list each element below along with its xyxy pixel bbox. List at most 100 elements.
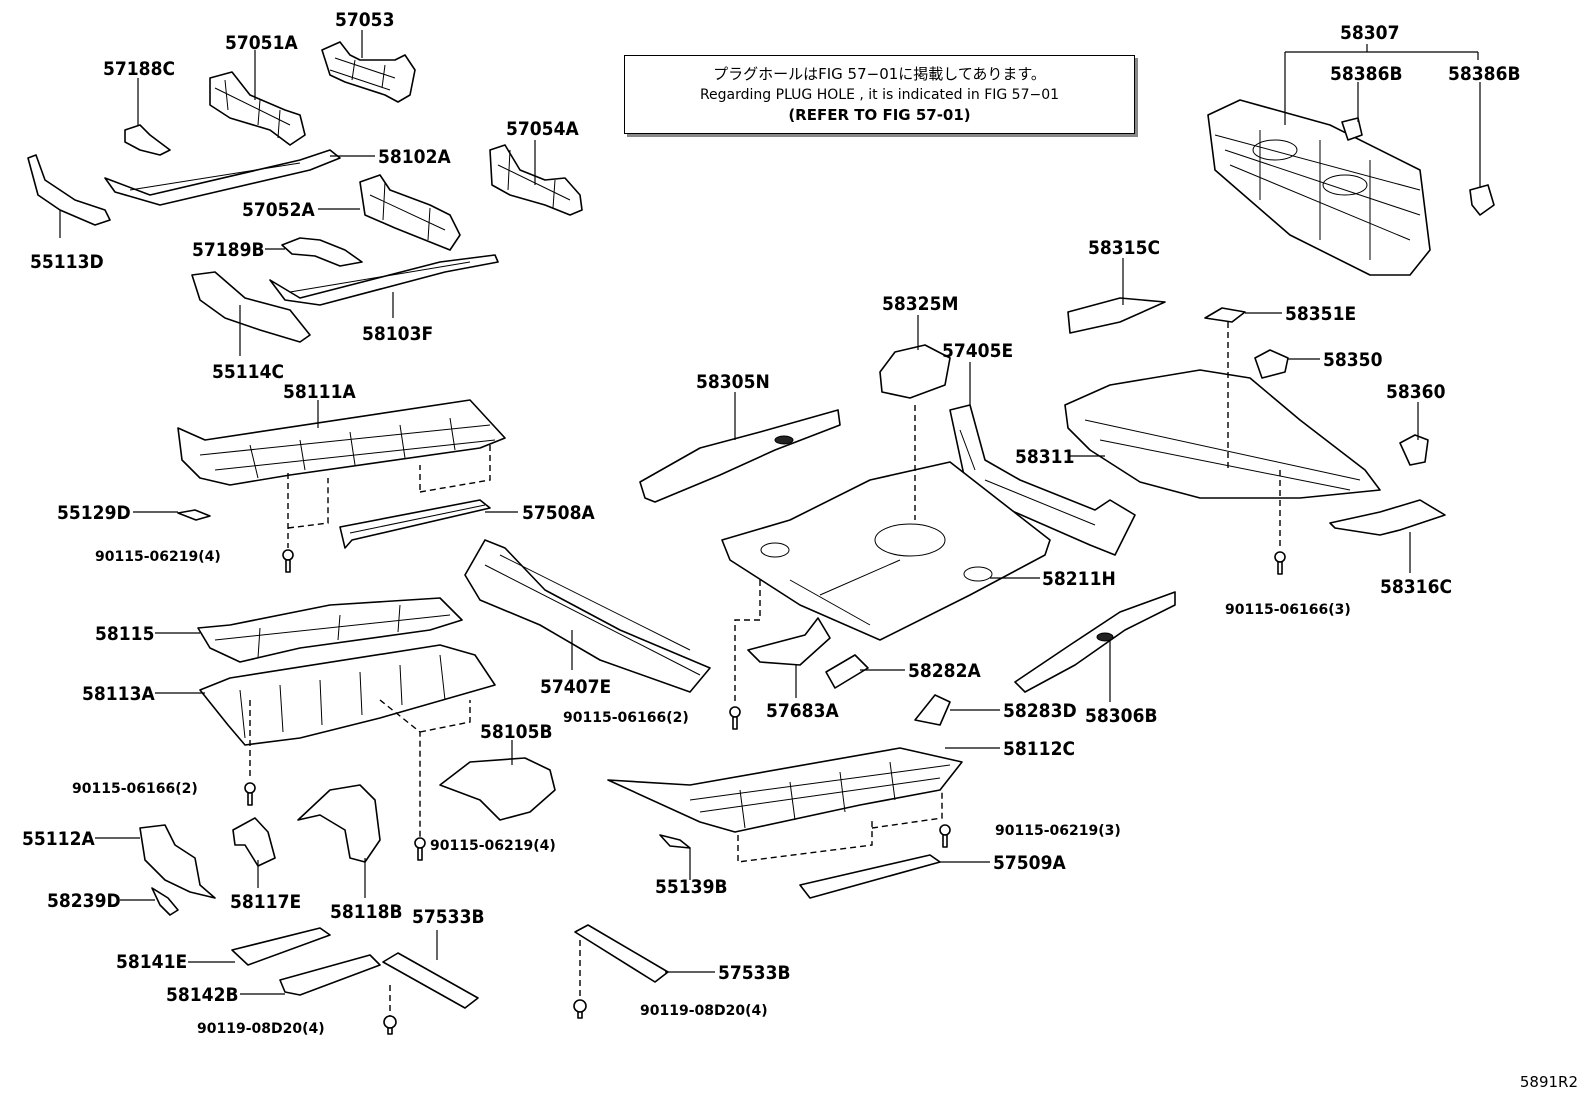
part-label-90119-08D20-4-b[interactable]: 90119-08D20(4) [640, 1003, 768, 1019]
part-58307-shape[interactable] [1207, 99, 1431, 276]
part-label-57405E[interactable]: 57405E [942, 340, 1013, 362]
part-label-57189B[interactable]: 57189B [192, 239, 265, 261]
fastener-shapes [244, 549, 1286, 1035]
part-label-55114C[interactable]: 55114C [212, 361, 284, 383]
part-label-58282A[interactable]: 58282A [908, 660, 981, 682]
part-label-58142B[interactable]: 58142B [166, 984, 239, 1006]
part-label-57407E[interactable]: 57407E [540, 676, 611, 698]
part-label-90115-06219-4-b[interactable]: 90115-06219(4) [430, 838, 556, 854]
part-label-58350[interactable]: 58350 [1323, 349, 1383, 371]
part-58283D-shape[interactable] [914, 694, 951, 726]
part-57533B-left-shape[interactable] [382, 952, 479, 1009]
part-58315C-shape[interactable] [1067, 297, 1166, 334]
part-label-57053[interactable]: 57053 [335, 9, 394, 31]
part-58306B-shape[interactable] [1014, 591, 1176, 693]
part-label-58115[interactable]: 58115 [95, 623, 154, 645]
part-label-58113A[interactable]: 58113A [82, 683, 155, 705]
part-label-55113D[interactable]: 55113D [30, 251, 104, 273]
part-label-90115-06166-2-a[interactable]: 90115-06166(2) [72, 781, 198, 797]
part-55114C-shape[interactable] [191, 271, 311, 343]
part-label-58118B[interactable]: 58118B [330, 901, 403, 923]
part-55139B-shape[interactable] [659, 834, 691, 849]
part-label-57508A[interactable]: 57508A [522, 502, 595, 524]
part-label-58306B[interactable]: 58306B [1085, 705, 1158, 727]
part-58102A-shape[interactable] [104, 149, 341, 206]
part-label-55139B[interactable]: 55139B [655, 876, 728, 898]
part-label-58360[interactable]: 58360 [1386, 381, 1446, 403]
part-label-90115-06166-2-b[interactable]: 90115-06166(2) [563, 710, 689, 726]
part-label-58105B[interactable]: 58105B [480, 721, 553, 743]
part-label-58386B-b[interactable]: 58386B [1448, 63, 1521, 85]
part-label-57683A[interactable]: 57683A [766, 700, 839, 722]
part-55129D-shape[interactable] [177, 509, 211, 521]
note-reference-link[interactable]: (REFER TO FIG 57-01) [788, 106, 971, 124]
part-label-58211H[interactable]: 58211H [1042, 568, 1116, 590]
part-58316C-shape[interactable] [1329, 499, 1446, 536]
part-57533B-right-shape[interactable] [574, 924, 669, 983]
part-label-57051A[interactable]: 57051A [225, 32, 298, 54]
part-label-58102A[interactable]: 58102A [378, 146, 451, 168]
part-57683A-shape[interactable] [747, 617, 831, 666]
part-57189B-shape[interactable] [281, 237, 363, 267]
part-label-58283D[interactable]: 58283D [1003, 700, 1077, 722]
part-58117E-shape[interactable] [232, 817, 276, 867]
part-label-58112C[interactable]: 58112C [1003, 738, 1075, 760]
part-label-58111A[interactable]: 58111A [283, 381, 356, 403]
part-label-58103F[interactable]: 58103F [362, 323, 433, 345]
part-label-58239D[interactable]: 58239D [47, 890, 121, 912]
part-58350-shape[interactable] [1254, 349, 1289, 379]
part-58142B-shape[interactable] [279, 954, 381, 996]
part-58305N-shape[interactable] [639, 409, 841, 503]
part-label-90119-08D20-4-a[interactable]: 90119-08D20(4) [197, 1021, 325, 1037]
part-label-57533B-left[interactable]: 57533B [412, 906, 485, 928]
part-58282A-shape[interactable] [825, 654, 869, 689]
part-label-57509A[interactable]: 57509A [993, 852, 1066, 874]
part-58105B-shape[interactable] [439, 757, 556, 821]
part-label-58351E[interactable]: 58351E [1285, 303, 1356, 325]
part-58311-shape[interactable] [1064, 369, 1381, 499]
part-label-57052A[interactable]: 57052A [242, 199, 315, 221]
note-japanese-text: プラグホールはFIG 57−01に掲載してあります。 [713, 65, 1046, 83]
part-58112C-shape[interactable] [607, 747, 963, 833]
part-58118B-shape[interactable] [297, 784, 381, 863]
part-57188C-shape[interactable] [124, 124, 171, 156]
part-58115-shape[interactable] [197, 597, 463, 663]
part-label-58316C[interactable]: 58316C [1380, 576, 1452, 598]
part-58325M-shape[interactable] [879, 344, 951, 399]
part-label-58141E[interactable]: 58141E [116, 951, 187, 973]
part-label-90115-06219-4-a[interactable]: 90115-06219(4) [95, 549, 221, 565]
part-label-58315C[interactable]: 58315C [1088, 237, 1160, 259]
part-58211H-shape[interactable] [721, 461, 1051, 641]
part-58386B-b-shape[interactable] [1469, 184, 1495, 216]
part-label-58311[interactable]: 58311 [1015, 446, 1074, 468]
part-label-58305N[interactable]: 58305N [696, 371, 770, 393]
part-label-57054A[interactable]: 57054A [506, 118, 579, 140]
part-57054A-shape[interactable] [489, 144, 583, 216]
part-58111A-shape[interactable] [177, 399, 506, 486]
part-57407E-shape[interactable] [464, 539, 711, 693]
part-55112A-shape[interactable] [139, 824, 216, 899]
part-57508A-shape[interactable] [339, 499, 491, 549]
note-english-text: Regarding PLUG HOLE , it is indicated in… [699, 87, 1060, 103]
part-57053-shape[interactable] [321, 41, 416, 103]
part-label-58307[interactable]: 58307 [1340, 22, 1399, 44]
part-label-90115-06219-3[interactable]: 90115-06219(3) [995, 823, 1121, 839]
part-label-55112A[interactable]: 55112A [22, 828, 95, 850]
part-58141E-shape[interactable] [231, 927, 331, 966]
part-label-58325M[interactable]: 58325M [882, 293, 958, 315]
part-label-57188C[interactable]: 57188C [103, 58, 175, 80]
part-label-58386B-a[interactable]: 58386B [1330, 63, 1403, 85]
part-label-58117E[interactable]: 58117E [230, 891, 301, 913]
part-55113D-shape[interactable] [27, 154, 111, 226]
part-label-55129D[interactable]: 55129D [57, 502, 131, 524]
part-58113A-shape[interactable] [199, 644, 496, 746]
part-58351E-shape[interactable] [1204, 307, 1246, 323]
part-57052A-shape[interactable] [359, 174, 461, 251]
part-58360-shape[interactable] [1399, 434, 1429, 466]
part-label-57533B-right[interactable]: 57533B [718, 962, 791, 984]
part-57509A-shape[interactable] [799, 854, 941, 899]
part-label-90115-06166-3[interactable]: 90115-06166(3) [1225, 602, 1351, 618]
part-58239D-shape[interactable] [151, 887, 179, 916]
part-58103F-shape[interactable] [269, 254, 499, 306]
part-58386B-a-shape[interactable] [1341, 117, 1363, 141]
